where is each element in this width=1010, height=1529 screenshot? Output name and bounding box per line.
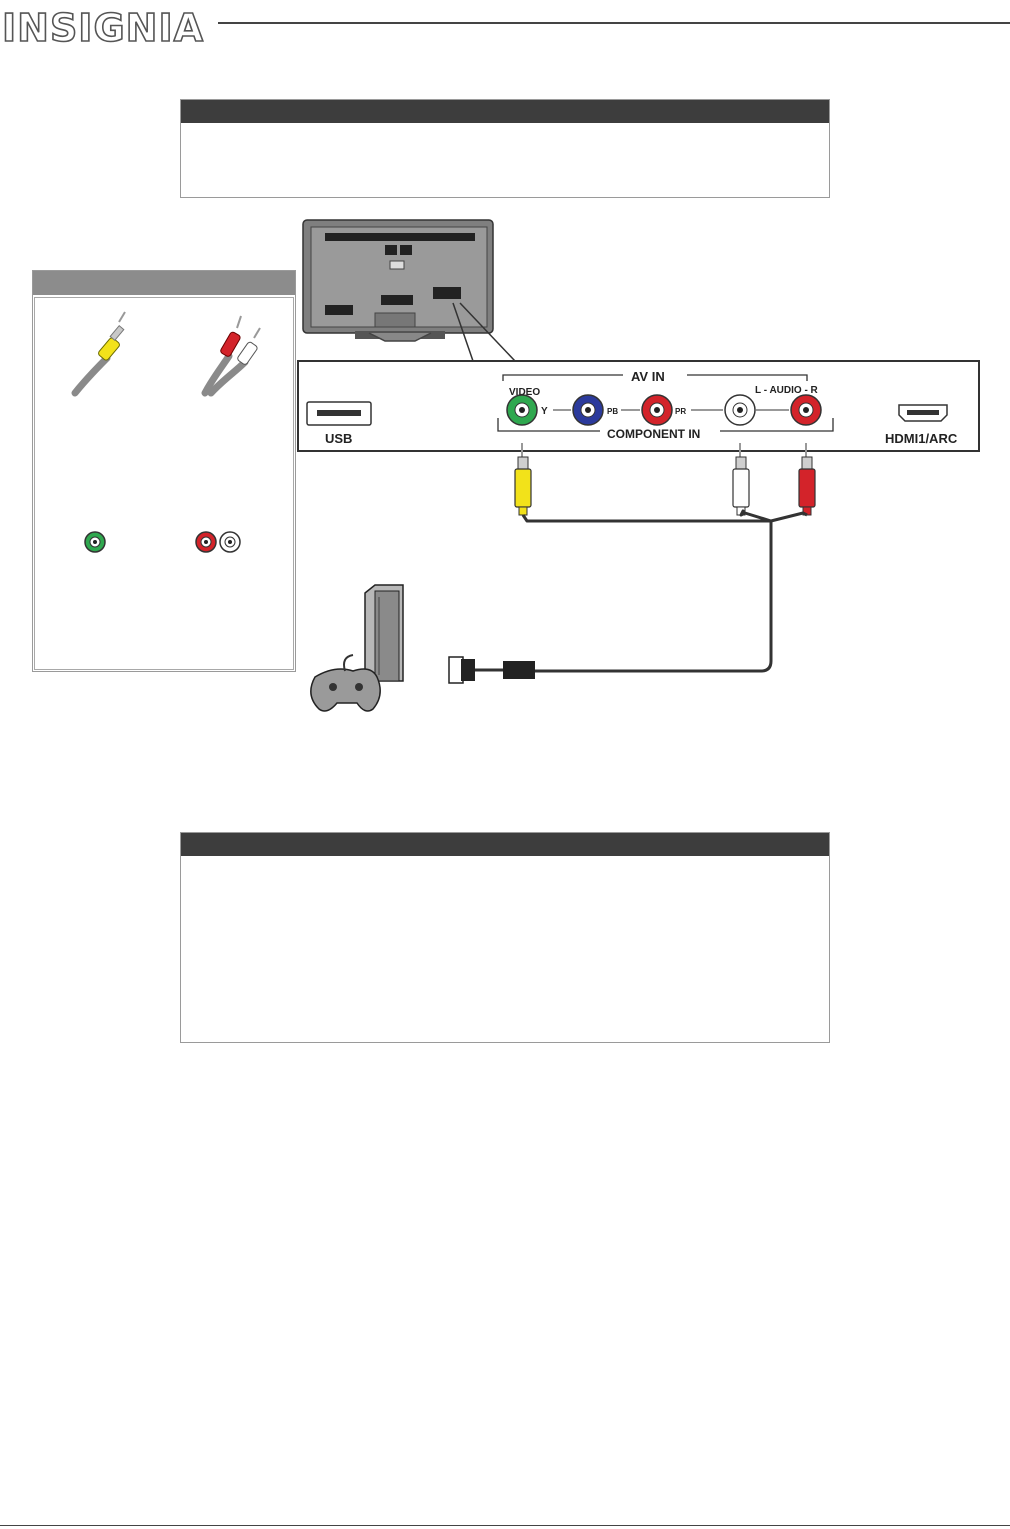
note-box-bottom-header xyxy=(181,833,829,856)
av-in-label: AV IN xyxy=(631,369,665,384)
header-rule xyxy=(218,22,1010,24)
white-audio-plug xyxy=(732,443,750,516)
jack-pr xyxy=(641,394,673,426)
red-audio-plug xyxy=(798,443,816,516)
game-console-icon xyxy=(364,584,404,682)
jack-audio-right xyxy=(790,394,822,426)
jack-pb xyxy=(572,394,604,426)
cable-info-header xyxy=(33,271,295,295)
green-video-jack-icon xyxy=(84,531,106,553)
hdmi-port-icon xyxy=(898,404,948,422)
connection-diagram: USB AV IN COMPONENT IN VIDEO L - AUDIO -… xyxy=(297,219,980,712)
cable-info-body xyxy=(34,297,294,670)
cable-info-illustration xyxy=(71,311,261,553)
usb-port-icon xyxy=(306,401,372,426)
component-in-label: COMPONENT IN xyxy=(607,427,700,441)
usb-label: USB xyxy=(325,431,352,446)
footer-rule xyxy=(0,1525,1010,1526)
zoom-line-left xyxy=(452,302,474,362)
cable-info-panel xyxy=(32,270,296,672)
note-box-top-header xyxy=(181,100,829,123)
audio-label: L - AUDIO - R xyxy=(755,385,819,396)
note-box-bottom xyxy=(180,832,830,1043)
av-cable xyxy=(521,509,808,673)
jack-video-y xyxy=(506,394,538,426)
av-cable-connector-icon xyxy=(448,656,535,684)
jack-audio-left xyxy=(724,394,756,426)
note-box-top xyxy=(180,99,830,198)
y-label: Y xyxy=(541,406,548,417)
yellow-av-video-plug-icon xyxy=(71,311,126,397)
pr-label: PR xyxy=(675,407,686,416)
red-white-audio-plug-icon xyxy=(201,315,261,397)
video-label: VIDEO xyxy=(509,387,540,398)
yellow-video-plug xyxy=(514,443,532,516)
game-controller-icon xyxy=(310,654,381,712)
pb-label: PB xyxy=(607,407,618,416)
hdmi-label: HDMI1/ARC xyxy=(885,431,958,446)
zoom-line-right xyxy=(459,302,516,362)
insignia-logo: INSIGNIA xyxy=(1,6,204,50)
red-white-audio-jack-icon xyxy=(195,531,241,553)
tv-back-illustration xyxy=(302,219,494,342)
